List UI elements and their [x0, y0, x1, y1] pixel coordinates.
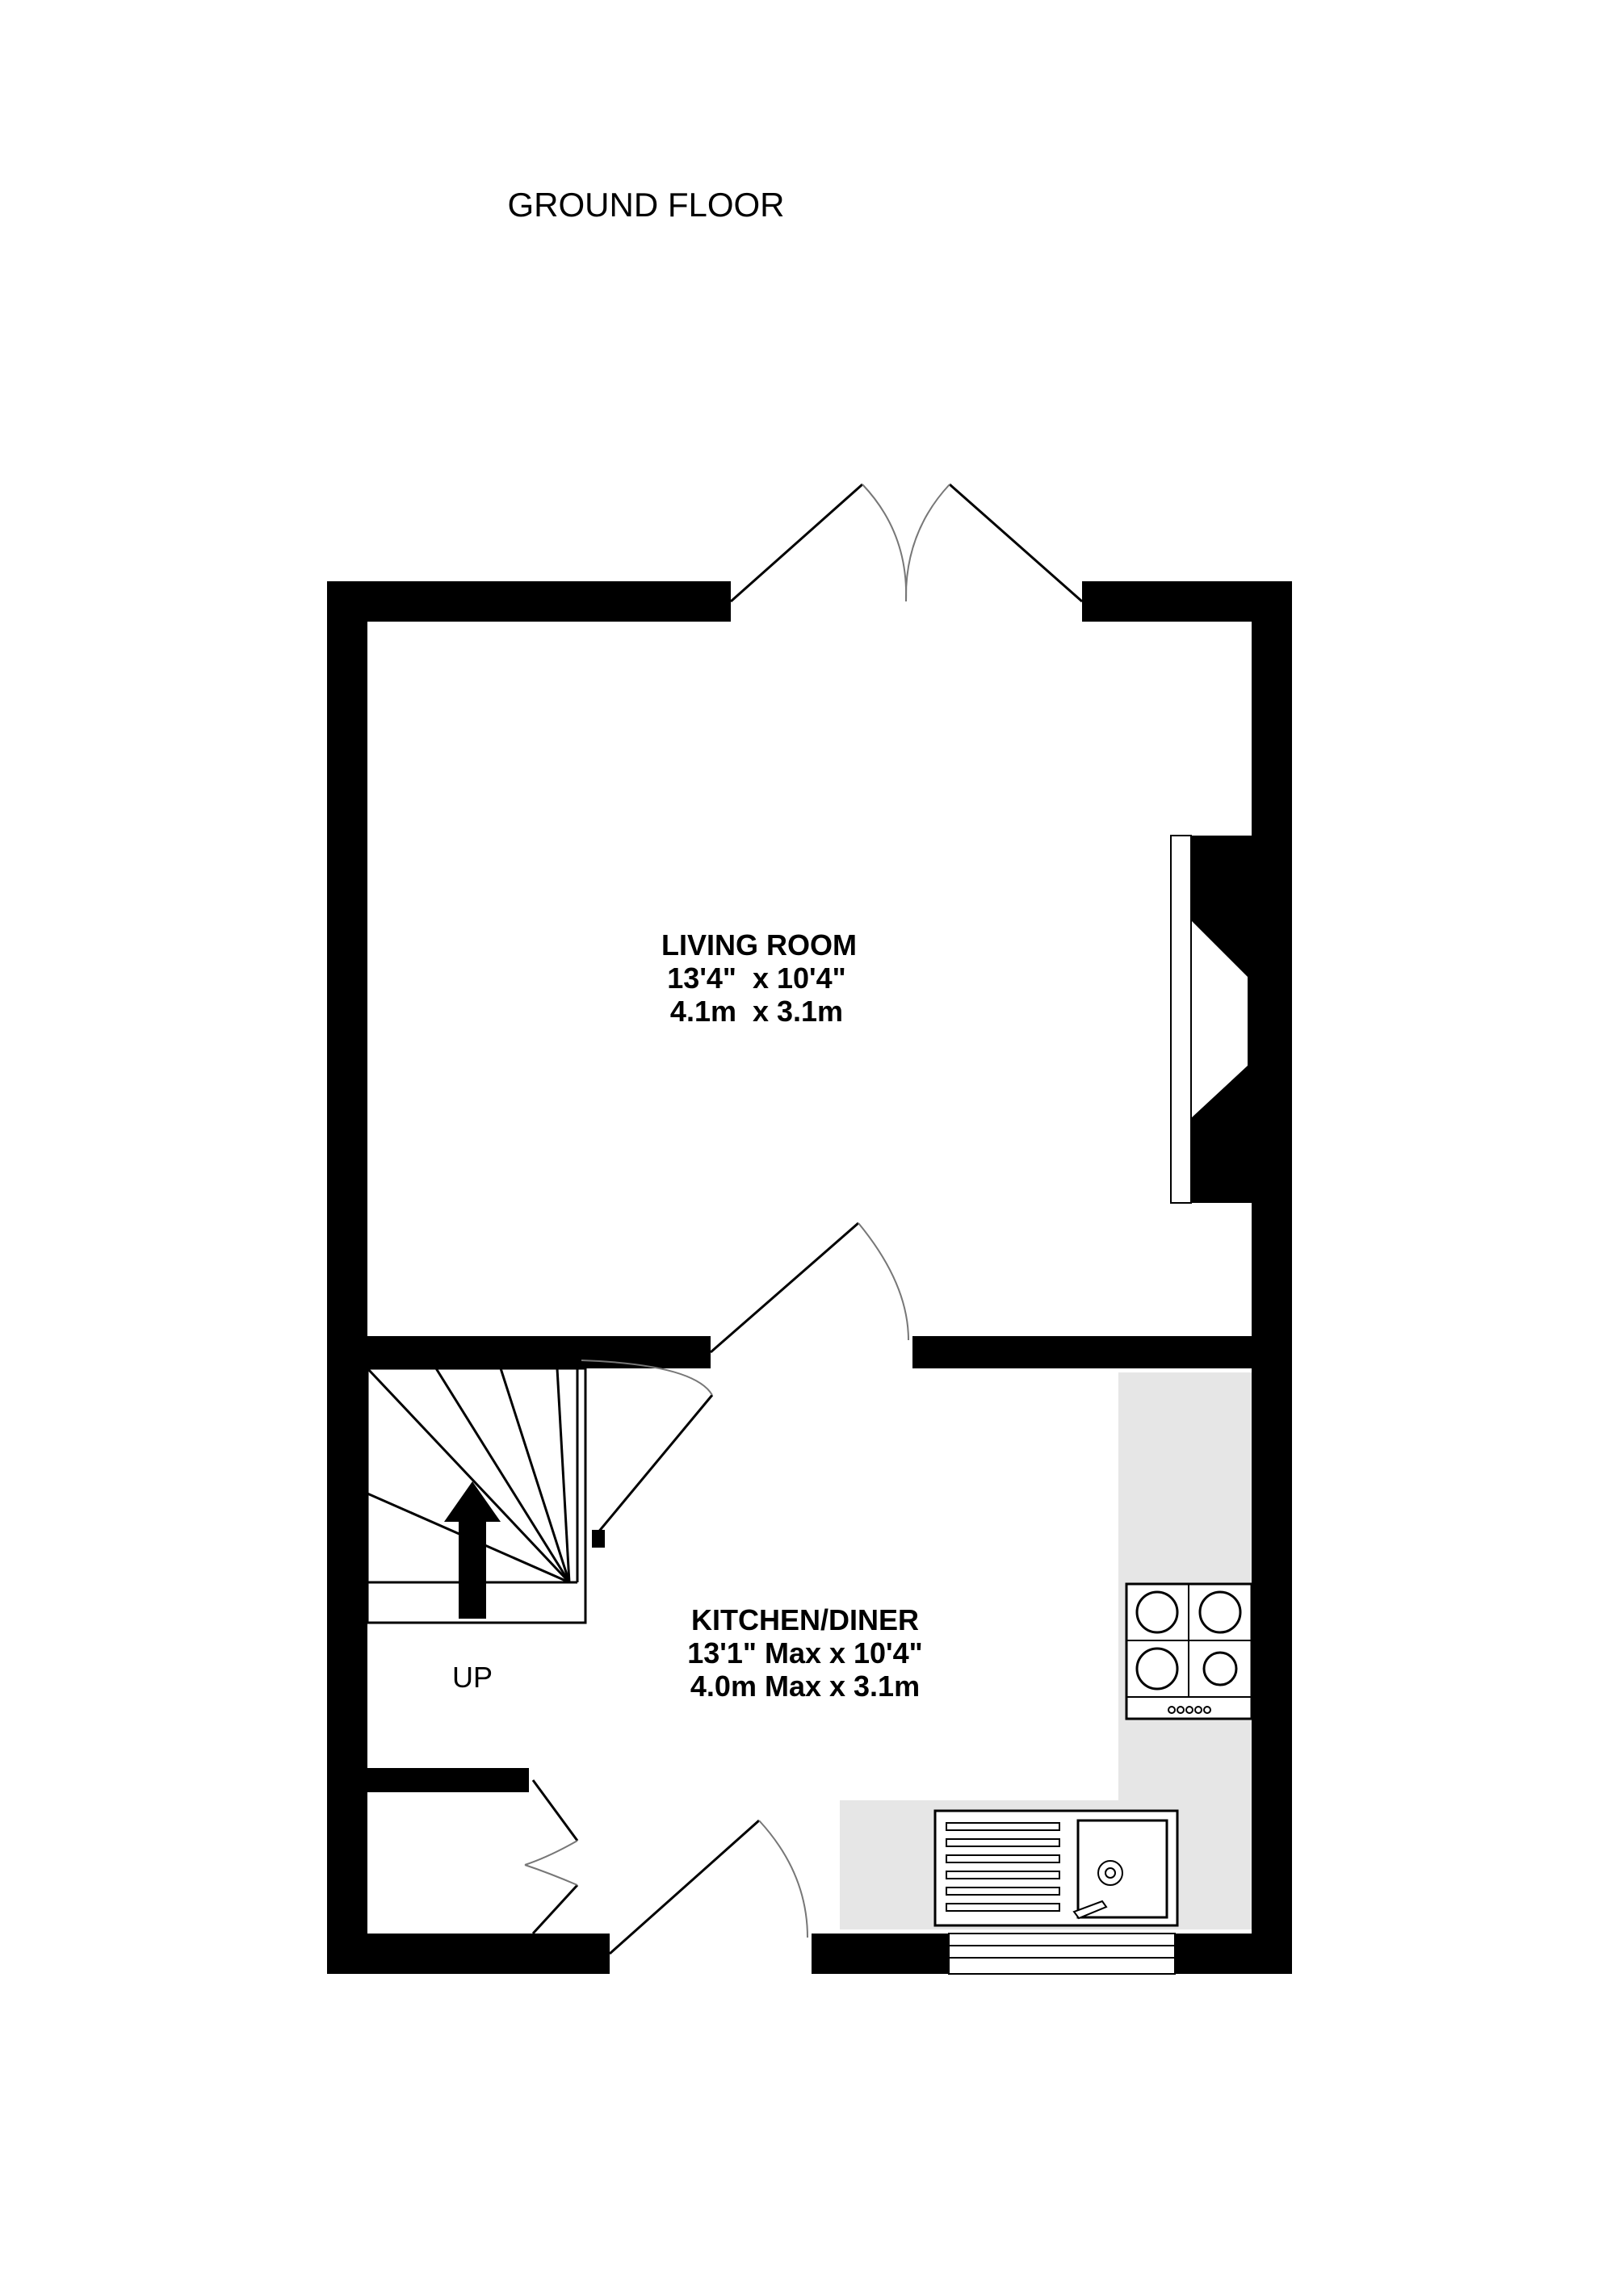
floor-title: GROUND FLOOR [507, 186, 784, 224]
cupboard-doors [524, 1779, 579, 1935]
kitchen-diner-label: KITCHEN/DINER 13'1" Max x 10'4" 4.0m Max… [687, 1603, 922, 1703]
threshold [948, 1933, 1176, 1975]
walls [327, 581, 1292, 1974]
hob-icon [1125, 1582, 1253, 1720]
living-room-door [710, 1221, 909, 1354]
living-room-dims-metric: 4.1m x 3.1m [670, 995, 843, 1028]
staircase [366, 1367, 587, 1624]
french-doors [730, 483, 1083, 603]
living-room-label: LIVING ROOM 13'4" x 10'4" 4.1m x 3.1m [661, 928, 857, 1028]
living-room-dims-imperial: 13'4" x 10'4" [667, 962, 845, 995]
fireplace-hearth [1170, 835, 1192, 1204]
kitchen-diner-dims-metric: 4.0m Max x 3.1m [690, 1670, 920, 1703]
sink-icon [933, 1809, 1179, 1927]
stairs-up-label: UP [452, 1661, 493, 1694]
under-stairs-door [581, 1360, 714, 1548]
kitchen-diner-name: KITCHEN/DINER [691, 1603, 919, 1636]
kitchen-diner-dims-imperial: 13'1" Max x 10'4" [687, 1636, 922, 1670]
front-door [609, 1819, 808, 1955]
living-room-name: LIVING ROOM [661, 928, 857, 962]
stairs-up-arrow-icon [444, 1481, 501, 1619]
